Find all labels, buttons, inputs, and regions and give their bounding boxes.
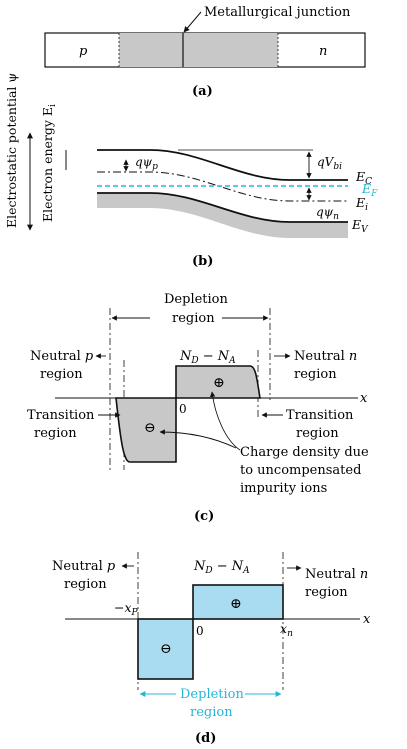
caption-d: (d): [195, 731, 216, 746]
charge-pointer-negative: [159, 429, 237, 449]
charge-density-label-line3: impurity ions: [240, 481, 327, 496]
transition-left-label-line2: region: [34, 426, 77, 441]
p-region-label: p: [79, 44, 88, 59]
nd-na-label-c: ND − NA: [179, 349, 236, 366]
minus-symbol-c: ⊖: [144, 420, 156, 436]
neutral-n-label-c-line2: region: [294, 367, 337, 382]
neutral-p-label-d-line1: Neutral p: [52, 559, 116, 574]
negative-charge-block: [137, 618, 194, 680]
charge-density-label-line1: Charge density due: [240, 445, 369, 460]
qvbi-label: qVbi: [317, 155, 342, 172]
charge-density-label-line2: to uncompensated: [240, 463, 361, 478]
positive-charge-block: [192, 584, 284, 620]
x-axis-label-d: x: [363, 612, 371, 627]
ec-line: [97, 149, 348, 181]
n-region-label: n: [319, 44, 327, 59]
depletion-label-line1: Depletion: [164, 292, 228, 307]
origin-label-d: 0: [196, 624, 204, 638]
minus-symbol-d: ⊖: [160, 641, 172, 657]
neutral-p-label-c-line1: Neutral p: [30, 349, 94, 364]
depletion-shading: [119, 33, 278, 67]
ev-label: EV: [351, 217, 369, 235]
panel-c: Depletion region x 0 ND − NA ⊕ ⊖ Neutral…: [27, 292, 369, 524]
q-psi-n-label: qψn: [316, 205, 339, 222]
neutral-p-label-c-line2: region: [40, 367, 83, 382]
xn-label: xn: [280, 621, 293, 639]
panel-a: Metallurgical junction p n (a): [44, 5, 366, 99]
nd-na-label-d: ND − NA: [193, 559, 250, 576]
neutral-n-label-c-line1: Neutral n: [294, 349, 357, 364]
depletion-label-d-line1: Depletion: [180, 687, 244, 702]
ef-label: EF: [361, 181, 378, 199]
depletion-label-d-line2: region: [190, 705, 233, 720]
caption-a: (a): [192, 84, 213, 99]
ec-label: EC: [355, 169, 372, 187]
axis-label-electrostatic-potential: Electrostatic potential ψ: [4, 73, 19, 228]
q-psi-p-label: qψp: [135, 155, 158, 172]
valence-band-shading: [97, 193, 348, 238]
x-axis-label-c: x: [360, 391, 368, 406]
caption-c: (c): [194, 509, 214, 524]
plus-symbol-c: ⊕: [213, 375, 225, 391]
neutral-p-label-d-line2: region: [64, 577, 107, 592]
ei-label: Ei: [355, 195, 368, 213]
neutral-n-label-d-line1: Neutral n: [305, 567, 368, 582]
junction-pointer-arrow: [183, 11, 202, 33]
depletion-label-line2: region: [172, 311, 215, 326]
caption-b: (b): [192, 254, 213, 269]
metallurgical-junction-label: Metallurgical junction: [204, 5, 351, 20]
neutral-n-label-d-line2: region: [305, 585, 348, 600]
transition-right-label-line1: Transition: [286, 408, 354, 423]
transition-right-label-line2: region: [296, 426, 339, 441]
panel-d: ND − NA x 0 ⊕ ⊖ −xP xn Neutral p region …: [52, 552, 371, 746]
origin-label-c: 0: [179, 402, 187, 416]
ev-line: [97, 192, 348, 223]
charge-pointer-positive: [209, 391, 241, 451]
negative-charge-region: [115, 397, 177, 463]
axis-label-electron-energy: Electron energy Ei: [40, 104, 58, 222]
transition-left-label-line1: Transition: [27, 408, 95, 423]
neg-xp-label: −xP: [114, 600, 139, 618]
plus-symbol-d: ⊕: [230, 596, 242, 612]
panel-b: Electrostatic potential ψ Electron energ…: [4, 73, 378, 269]
